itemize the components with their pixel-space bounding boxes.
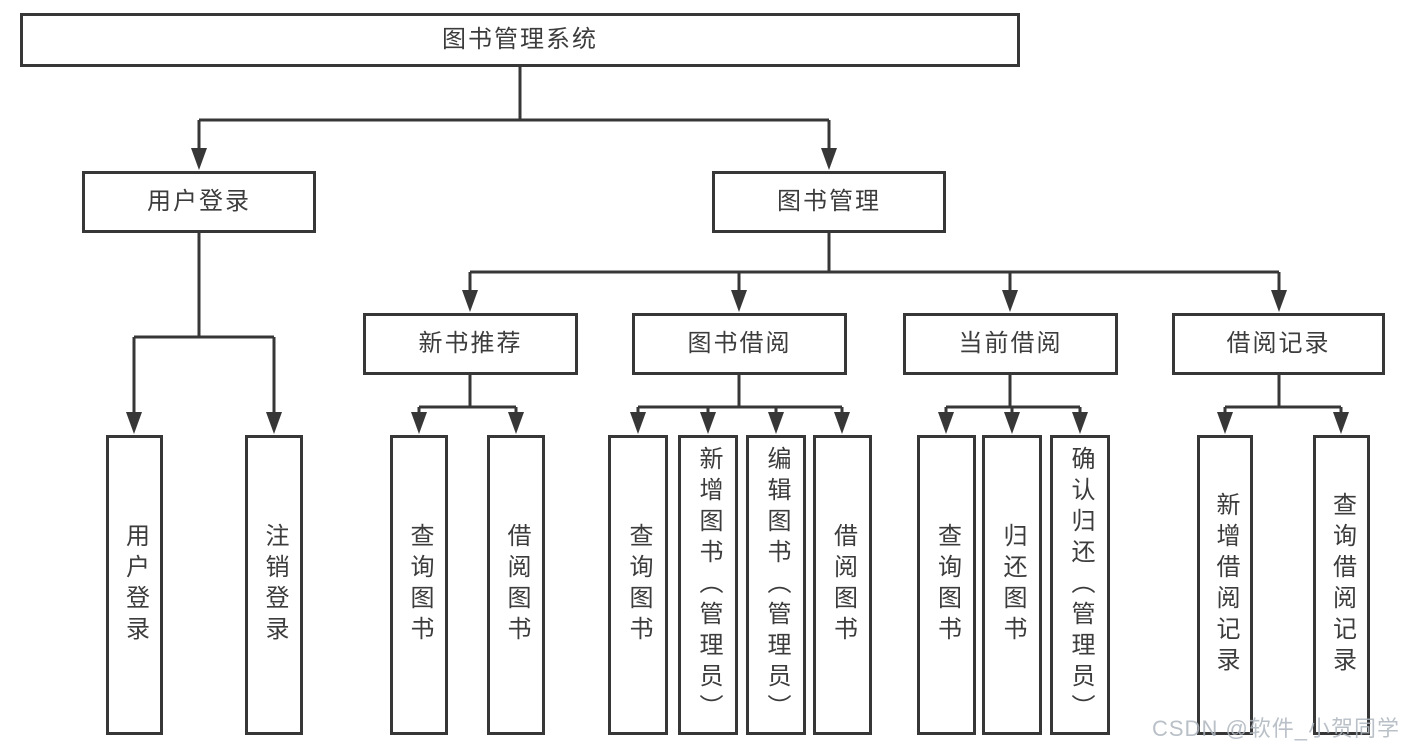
node-label: 用户登录 — [121, 523, 149, 647]
node-book-borrowing: 图书借阅 — [632, 313, 847, 375]
arrow-to-leaf-add-record — [1217, 412, 1233, 434]
arrow-to-leaf-borrow-books-2 — [834, 412, 850, 434]
leaf-query-borrow-record: 查询借阅记录 — [1313, 435, 1370, 735]
node-label: 查询图书 — [625, 523, 652, 647]
leaf-query-books-3: 查询图书 — [917, 435, 976, 735]
arrow-to-leaf-return-books — [1004, 412, 1020, 434]
leaf-logout: 注销登录 — [245, 435, 303, 735]
leaf-borrow-books-2: 借阅图书 — [813, 435, 872, 735]
node-label: 图书借阅 — [687, 330, 792, 357]
node-label: 查询借阅记录 — [1328, 492, 1356, 678]
node-label: 注销登录 — [261, 523, 288, 647]
connector-user-login-branch — [132, 233, 276, 424]
node-borrow-records: 借阅记录 — [1172, 313, 1385, 375]
node-label: 新增借阅记录 — [1212, 492, 1239, 678]
leaf-return-books: 归还图书 — [982, 435, 1042, 735]
node-user-login: 用户登录 — [82, 171, 316, 233]
arrow-to-new-book-recommend — [462, 290, 478, 312]
arrow-to-leaf-query-record — [1333, 412, 1349, 434]
leaf-query-books-1: 查询图书 — [390, 435, 448, 735]
arrow-to-leaf-user-login — [126, 412, 142, 434]
connector-book-borrowing-branch — [636, 375, 844, 424]
arrow-to-leaf-confirm-return — [1072, 412, 1088, 434]
arrow-to-borrow-records — [1271, 290, 1287, 312]
arrow-to-leaf-query-books-3 — [938, 412, 954, 434]
node-current-borrowing: 当前借阅 — [903, 313, 1118, 375]
leaf-add-books-admin: 新增图书（管理员） — [678, 435, 738, 735]
node-label: 新书推荐 — [418, 330, 523, 357]
arrow-to-leaf-edit-books — [768, 412, 784, 434]
leaf-confirm-return-admin: 确认归还（管理员） — [1050, 435, 1110, 735]
connector-borrow-records-branch — [1223, 375, 1343, 424]
arrow-to-leaf-query-books-1 — [411, 412, 427, 434]
node-label: 借阅图书 — [503, 523, 530, 647]
arrow-to-leaf-add-books — [700, 412, 716, 434]
connector-book-management-branch — [468, 233, 1281, 300]
node-label: 借阅记录 — [1226, 330, 1331, 357]
node-label: 新增图书（管理员） — [695, 445, 722, 725]
node-label: 确认归还（管理员） — [1067, 445, 1094, 725]
arrow-to-user-login — [191, 148, 207, 170]
arrow-to-leaf-logout — [266, 412, 282, 434]
arrow-to-leaf-query-books-2 — [630, 412, 646, 434]
arrow-to-book-management — [821, 148, 837, 170]
node-book-management: 图书管理 — [712, 171, 946, 233]
node-label: 借阅图书 — [829, 523, 857, 647]
arrow-to-leaf-borrow-books-1 — [508, 412, 524, 434]
arrow-to-current-borrowing — [1002, 290, 1018, 312]
leaf-add-borrow-record: 新增借阅记录 — [1197, 435, 1253, 735]
node-new-book-recommend: 新书推荐 — [363, 313, 578, 375]
node-label: 图书管理系统 — [442, 26, 598, 53]
leaf-borrow-books-1: 借阅图书 — [487, 435, 545, 735]
watermark-text: CSDN @软件_小贺同学 — [1152, 716, 1401, 741]
connector-root-to-level2 — [197, 67, 831, 158]
node-label: 查询图书 — [933, 523, 961, 647]
arrowheads — [126, 148, 1349, 434]
node-library-management-system: 图书管理系统 — [20, 13, 1020, 67]
node-label: 当前借阅 — [958, 330, 1063, 357]
connector-new-book-recommend-branch — [417, 375, 518, 424]
arrow-to-book-borrowing — [731, 290, 747, 312]
node-label: 查询图书 — [406, 523, 433, 647]
node-label: 编辑图书（管理员） — [763, 445, 790, 725]
leaf-edit-books-admin: 编辑图书（管理员） — [746, 435, 806, 735]
leaf-query-books-2: 查询图书 — [608, 435, 668, 735]
node-label: 图书管理 — [777, 188, 881, 215]
node-label: 归还图书 — [999, 523, 1026, 647]
leaf-user-login: 用户登录 — [106, 435, 163, 735]
node-label: 用户登录 — [147, 188, 251, 215]
